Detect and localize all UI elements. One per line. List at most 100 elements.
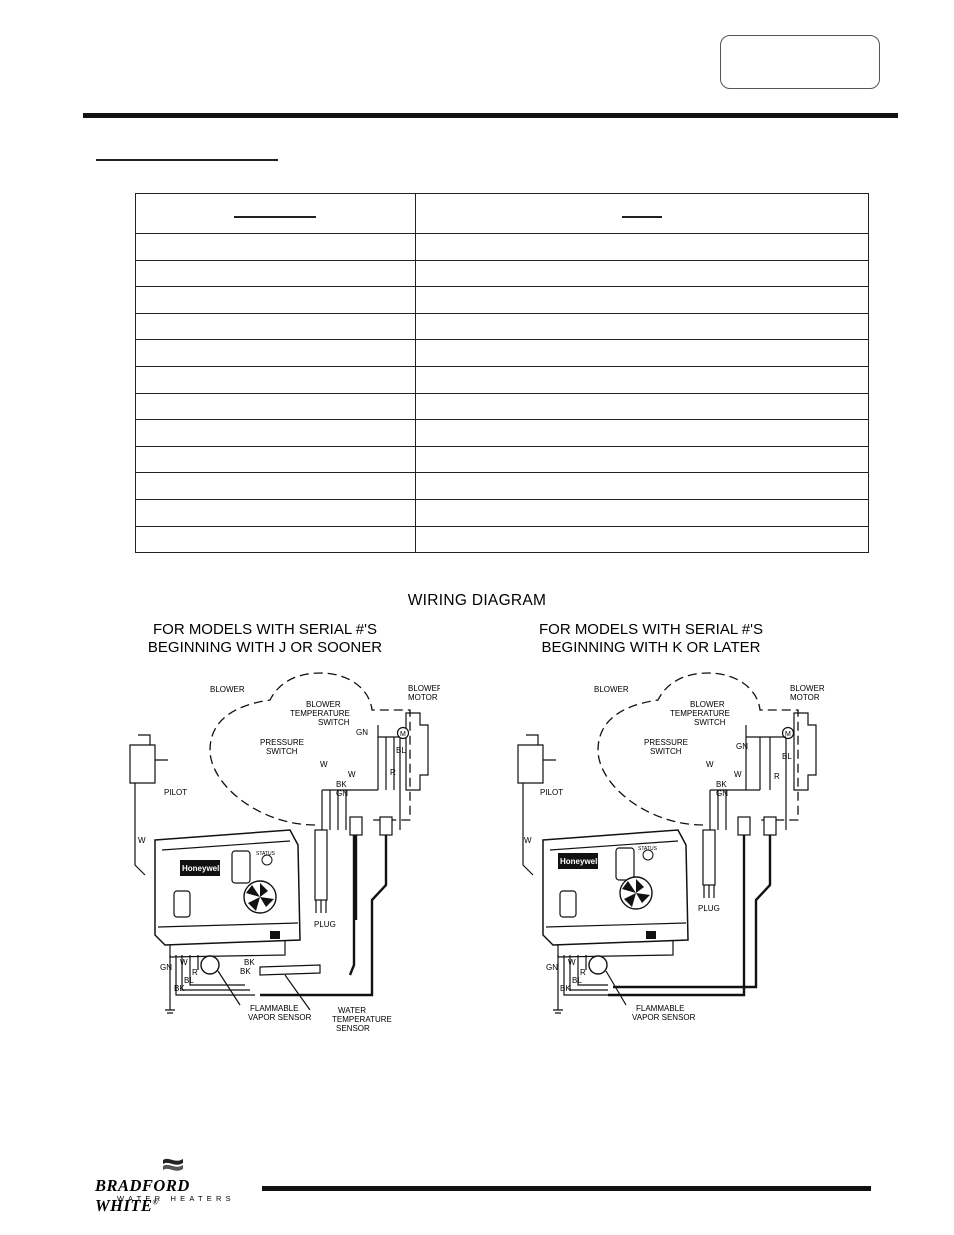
table-row bbox=[135, 419, 869, 447]
plug-label: PLUG bbox=[314, 920, 336, 929]
wire-label-bl: BL bbox=[782, 752, 792, 761]
wire-label-bl: BL bbox=[572, 976, 582, 985]
heading-line: BEGINNING WITH J OR SOONER bbox=[147, 639, 383, 656]
pressure-switch-label-2: SWITCH bbox=[650, 747, 682, 756]
table-cell bbox=[415, 525, 869, 554]
ground-symbol bbox=[553, 1009, 563, 1014]
motor-symbol-label: M bbox=[785, 731, 791, 738]
flammable-label-1: FLAMMABLE bbox=[636, 1004, 684, 1013]
switch-wire bbox=[745, 725, 786, 738]
water-temp-label-2: TEMPERATURE bbox=[332, 1015, 392, 1024]
gas-valve-detail bbox=[545, 840, 687, 958]
wire-label-gn: GN bbox=[160, 963, 172, 972]
table-cell bbox=[135, 445, 416, 474]
plug-cord bbox=[702, 829, 716, 886]
blower-motor-label-2: MOTOR bbox=[408, 693, 438, 702]
plug-cord bbox=[314, 829, 328, 901]
honeywell-label: Honeywell bbox=[182, 864, 222, 873]
blower-motor-label-1: BLOWER bbox=[790, 684, 825, 693]
conduit bbox=[260, 835, 388, 997]
table-row bbox=[135, 365, 869, 394]
table-cell bbox=[135, 392, 416, 421]
motor-symbol bbox=[781, 726, 795, 740]
honeywell-label: Honeywell bbox=[560, 857, 600, 866]
table-row bbox=[135, 498, 869, 527]
water-temp-label-1: WATER bbox=[338, 1006, 366, 1015]
status-light bbox=[642, 849, 654, 861]
temp-switch-label-3: SWITCH bbox=[694, 718, 726, 727]
conduit-fitting bbox=[763, 816, 777, 836]
gas-valve-body bbox=[542, 829, 689, 946]
wire-label-bk: BK bbox=[174, 984, 185, 993]
status-light bbox=[261, 854, 273, 866]
brand-name: BRADFORD WHITE® bbox=[95, 1176, 190, 1215]
wire-label-r: R bbox=[192, 968, 198, 977]
table-cell bbox=[415, 498, 869, 527]
wire-label-w: W bbox=[180, 958, 188, 967]
table-cell bbox=[135, 339, 416, 367]
connector bbox=[646, 931, 656, 939]
pressure-switch-label-1: PRESSURE bbox=[644, 738, 688, 747]
pilot-wire bbox=[134, 825, 146, 876]
wire-label-bl: BL bbox=[396, 746, 406, 755]
temp-switch-label-2: TEMPERATURE bbox=[670, 709, 730, 718]
wire-label-bk: BK bbox=[716, 780, 727, 789]
flammable-label-2: VAPOR SENSOR bbox=[632, 1013, 696, 1022]
page-number-box bbox=[720, 35, 880, 89]
pilot-label: PILOT bbox=[540, 788, 563, 797]
wire-label-w: W bbox=[706, 760, 714, 769]
footer-rule bbox=[262, 1186, 871, 1191]
wire-label-gn: GN bbox=[716, 789, 728, 798]
pilot-assembly bbox=[517, 734, 556, 825]
table-row bbox=[135, 312, 869, 341]
heading-line: BEGINNING WITH K OR LATER bbox=[541, 639, 761, 656]
table-cell bbox=[415, 312, 869, 341]
status-label: STATUS bbox=[256, 851, 276, 857]
switch-wire bbox=[377, 737, 401, 830]
wire-label-r: R bbox=[580, 968, 586, 977]
blower-motor-housing bbox=[405, 712, 429, 791]
wire-label-r: R bbox=[390, 768, 396, 777]
table-cell bbox=[135, 259, 416, 288]
table-cell bbox=[415, 445, 869, 474]
harness-wire bbox=[709, 790, 727, 830]
pressure-switch-label-2: SWITCH bbox=[266, 747, 298, 756]
right-diagram-heading: FOR MODELS WITH SERIAL #'S BEGINNING WIT… bbox=[506, 621, 796, 657]
table-row bbox=[135, 259, 869, 288]
bottom-wire bbox=[169, 955, 255, 1010]
blower-housing-outline bbox=[209, 672, 411, 826]
header-rule bbox=[83, 113, 898, 118]
flammable-label-1: FLAMMABLE bbox=[250, 1004, 298, 1013]
wire-label-bk: BK bbox=[240, 967, 251, 976]
wire-label-r: R bbox=[774, 772, 780, 781]
sensor-leader bbox=[217, 970, 241, 1006]
wire-label-gn: GN bbox=[336, 789, 348, 798]
ground-symbol bbox=[165, 1009, 175, 1014]
dial-marks bbox=[622, 879, 650, 907]
parts-table bbox=[135, 193, 869, 554]
table-row bbox=[135, 472, 869, 500]
table-row bbox=[135, 525, 869, 554]
column-header-underline bbox=[622, 216, 662, 218]
table-header-row bbox=[135, 193, 869, 234]
table-cell bbox=[135, 312, 416, 341]
switch-wire bbox=[377, 725, 400, 738]
table-cell bbox=[415, 365, 869, 394]
wire-label-bk: BK bbox=[244, 958, 255, 967]
blower-housing-outline bbox=[597, 672, 799, 826]
table-row bbox=[135, 286, 869, 314]
heading-line: FOR MODELS WITH SERIAL #'S bbox=[538, 621, 763, 638]
table-header-cell bbox=[135, 193, 416, 234]
diagram-title: WIRING DIAGRAM bbox=[407, 592, 547, 609]
blower-motor-label-1: BLOWER bbox=[408, 684, 440, 693]
table-cell bbox=[135, 525, 416, 554]
blower-motor-housing bbox=[793, 712, 817, 791]
temp-switch-label-3: SWITCH bbox=[318, 718, 350, 727]
wiring-diagram-right: M Honeywell STATUS BLOWER BLOWER MOTOR B… bbox=[517, 672, 825, 1022]
table-cell bbox=[135, 498, 416, 527]
column-header-underline bbox=[234, 216, 316, 218]
table-cell bbox=[415, 392, 869, 421]
status-label: STATUS bbox=[638, 846, 658, 852]
wiring-diagram-left: M Honeywell STATUS BLOWER BLOWER MOTOR B… bbox=[129, 672, 440, 1033]
sensor-leader bbox=[605, 970, 627, 1006]
